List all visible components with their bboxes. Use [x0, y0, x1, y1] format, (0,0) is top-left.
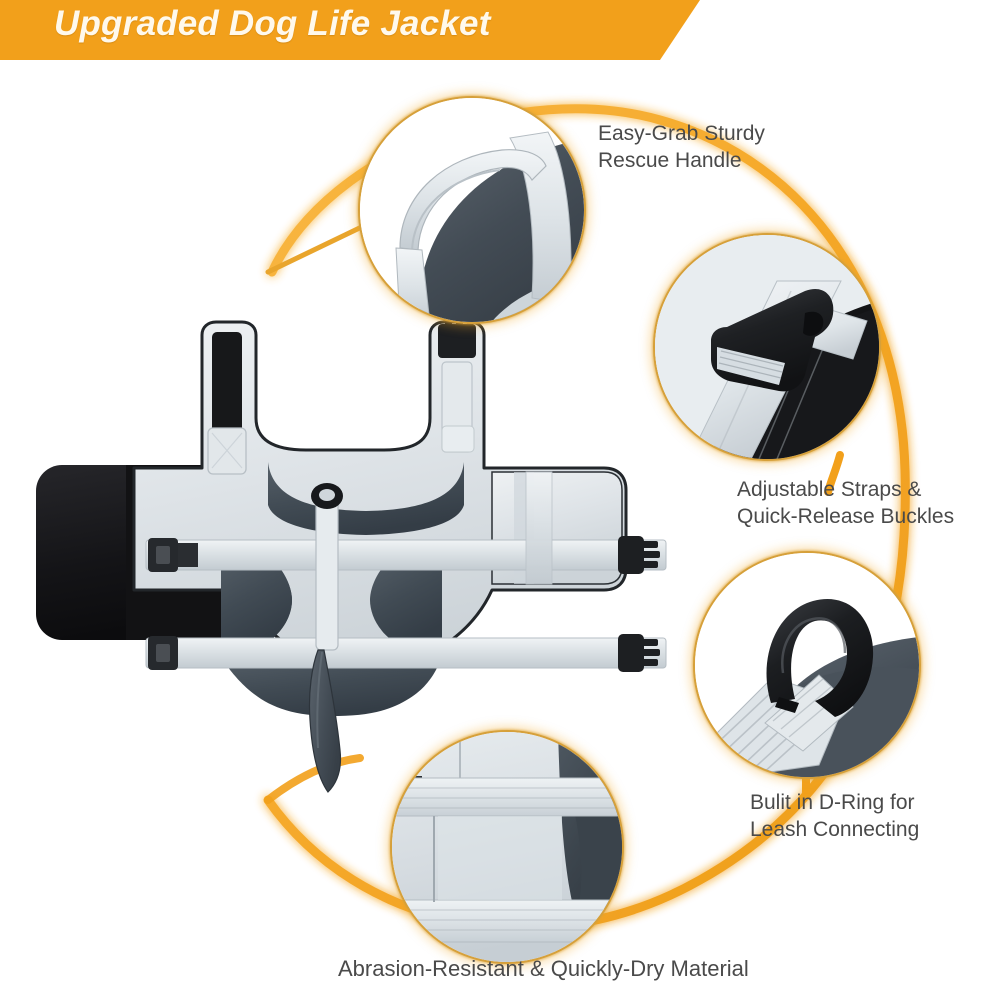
center-hardware [308, 483, 343, 793]
callout-material-texture [390, 730, 624, 964]
callout-material-art [392, 732, 622, 962]
side-release-buckle [711, 288, 834, 392]
callout-dring-art [695, 553, 919, 777]
callout-handle-art [360, 98, 584, 322]
label-material: Abrasion-Resistant & Quickly-Dry Materia… [338, 956, 749, 981]
leader-material [264, 754, 364, 804]
handle-loop [399, 149, 547, 254]
label-d-ring: Bulit in D-Ring for Leash Connecting [750, 791, 920, 841]
neck-buckle [438, 318, 476, 358]
d-ring-hardware [766, 598, 874, 717]
neck-straps [207, 318, 476, 475]
callout-d-ring [693, 551, 921, 779]
label-rescue-handle: Easy-Grab Sturdy Rescue Handle [598, 122, 765, 172]
ladderlock-upper [148, 538, 178, 572]
callout-quick-release-buckle [653, 233, 881, 461]
ladderlock-lower [148, 636, 178, 670]
callout-buckle-art [655, 235, 879, 459]
d-ring [311, 483, 343, 509]
header-banner [0, 0, 700, 60]
leader-handle [265, 219, 375, 275]
page-title: Upgraded Dog Life Jacket [54, 4, 491, 43]
buckle-upper-right [618, 536, 660, 574]
belly-straps [145, 471, 667, 672]
label-adjustable-straps: Adjustable Straps & Quick-Release Buckle… [737, 478, 955, 528]
buckle-lower-right [618, 634, 660, 672]
callout-rescue-handle [358, 96, 586, 324]
